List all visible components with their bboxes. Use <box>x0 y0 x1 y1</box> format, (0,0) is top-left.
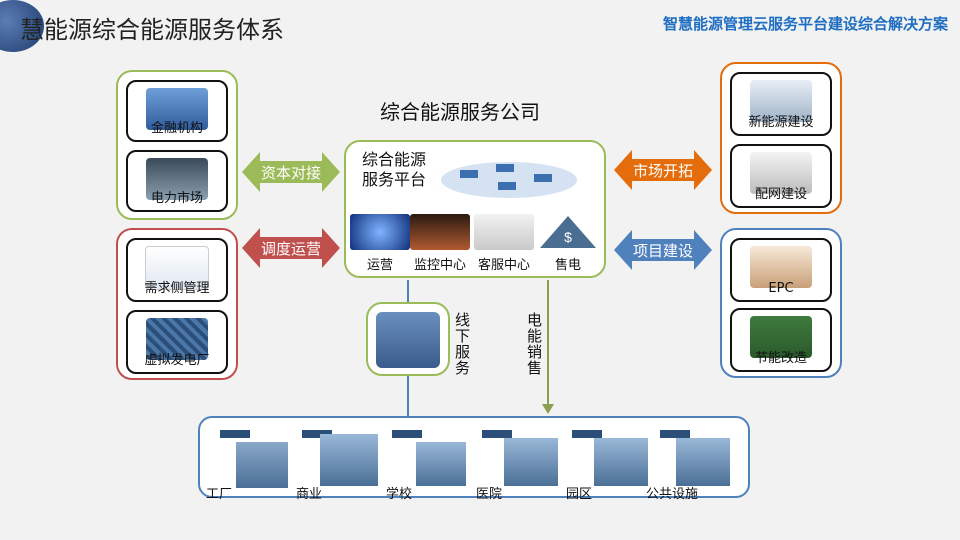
energy-sales-label: 电能销售 <box>525 312 543 376</box>
customer-hospital[interactable]: 医院 <box>476 420 566 502</box>
service-sales[interactable]: $ 售电 <box>536 214 600 273</box>
page-subtitle: 智慧能源管理云服务平台建设综合解决方案 <box>662 15 948 33</box>
arrow-dispatch: 调度运营 <box>242 226 340 270</box>
page-title: 慧能源综合能源服务体系 <box>20 16 284 44</box>
company-title: 综合能源服务公司 <box>380 100 540 124</box>
park-buildings-icon <box>594 438 648 486</box>
card-energy-saving[interactable]: 节能改造 <box>730 308 832 372</box>
monitor-wall-icon <box>410 214 470 250</box>
card-finance-institution[interactable]: 金融机构 <box>126 80 228 142</box>
double-arrow-icon <box>242 228 340 268</box>
customer-label: 公共设施 <box>646 487 699 502</box>
card-label: 虚拟发电厂 <box>144 353 210 368</box>
card-label: 节能改造 <box>754 351 807 366</box>
construction-group: 新能源建设 配网建设 <box>720 62 842 214</box>
double-arrow-icon <box>242 152 340 192</box>
control-room-image <box>146 158 208 200</box>
customer-school[interactable]: 学校 <box>386 420 476 502</box>
card-label: 配网建设 <box>754 187 807 202</box>
svg-text:$: $ <box>564 229 572 245</box>
service-monitoring[interactable]: 监控中心 <box>408 214 472 273</box>
offline-service-box <box>366 302 450 376</box>
service-label: 运营 <box>366 258 393 273</box>
meeting-icon <box>750 246 812 288</box>
city-buildings-icon <box>320 434 378 486</box>
down-arrow-icon <box>542 280 554 414</box>
arrow-label: 市场开拓 <box>632 161 693 180</box>
dollar-triangle-icon: $ <box>540 216 596 248</box>
offline-service-label: 线下服务 <box>453 312 471 376</box>
customer-public-facilities[interactable]: 公共设施 <box>646 420 736 502</box>
card-label: EPC <box>768 281 794 296</box>
router-icon <box>302 430 332 438</box>
factory-icon <box>236 442 288 488</box>
arrow-market: 市场开拓 <box>614 148 712 192</box>
dispatch-group: 需求侧管理 虚拟发电厂 <box>116 228 238 380</box>
card-new-energy[interactable]: 新能源建设 <box>730 72 832 136</box>
arrow-label: 调度运营 <box>260 239 321 258</box>
customer-label: 医院 <box>476 487 503 502</box>
service-label: 售电 <box>554 258 581 273</box>
arrow-label: 项目建设 <box>632 241 693 260</box>
card-epc[interactable]: EPC <box>730 238 832 302</box>
card-grid[interactable]: 配网建设 <box>730 144 832 208</box>
card-power-market[interactable]: 电力市场 <box>126 150 228 212</box>
customer-park[interactable]: 园区 <box>566 420 656 502</box>
line-chart-icon <box>145 246 209 290</box>
service-label: 客服中心 <box>477 258 530 273</box>
service-operation[interactable]: 运营 <box>348 214 412 273</box>
card-label: 新能源建设 <box>748 115 814 130</box>
headset-agent-icon <box>474 214 534 250</box>
finance-group: 金融机构 电力市场 <box>116 70 238 220</box>
router-icon <box>482 430 512 438</box>
platform-label-line2: 服务平台 <box>362 170 427 189</box>
customers-box: 工厂 商业 学校 医院 园区 公共设施 <box>198 416 750 502</box>
wind-turbine-icon <box>750 80 812 122</box>
arrow-label: 资本对接 <box>260 163 321 182</box>
customer-commercial[interactable]: 商业 <box>296 420 386 502</box>
substation-icon <box>750 152 812 194</box>
arrow-project: 项目建设 <box>614 228 712 272</box>
customer-label: 园区 <box>566 487 593 502</box>
router-icon <box>220 430 250 438</box>
card-virtual-plant[interactable]: 虚拟发电厂 <box>126 310 228 374</box>
presentation-board-icon <box>750 316 812 358</box>
service-customer[interactable]: 客服中心 <box>472 214 536 273</box>
router-icon <box>660 430 690 438</box>
customer-label: 商业 <box>296 487 323 502</box>
customer-label: 学校 <box>386 487 413 502</box>
card-demand-side[interactable]: 需求侧管理 <box>126 238 228 302</box>
service-label: 监控中心 <box>413 258 466 273</box>
project-group: EPC 节能改造 <box>720 228 842 378</box>
router-icon <box>392 430 422 438</box>
gauge-icon <box>350 214 410 250</box>
public-building-icon <box>676 438 730 486</box>
platform-label-line1: 综合能源 <box>362 150 427 169</box>
card-label: 金融机构 <box>150 121 203 136</box>
router-icon <box>572 430 602 438</box>
double-arrow-icon <box>614 230 712 270</box>
solar-panel-icon <box>146 318 208 360</box>
workers-icon <box>376 312 440 368</box>
customer-factory[interactable]: 工厂 <box>206 420 296 502</box>
double-arrow-icon <box>614 150 712 190</box>
card-label: 需求侧管理 <box>144 281 210 296</box>
cloud-network-icon <box>441 162 577 198</box>
school-icon <box>416 442 466 486</box>
customer-label: 工厂 <box>206 487 233 502</box>
platform-box: 综合能源 服务平台 运营 监控中心 客服中心 $ 售电 <box>344 140 606 278</box>
arrow-capital: 资本对接 <box>242 150 340 194</box>
hospital-icon <box>504 438 558 486</box>
card-label: 电力市场 <box>150 191 203 206</box>
platform-label: 综合能源 服务平台 <box>362 150 426 190</box>
building-icon <box>146 88 208 130</box>
